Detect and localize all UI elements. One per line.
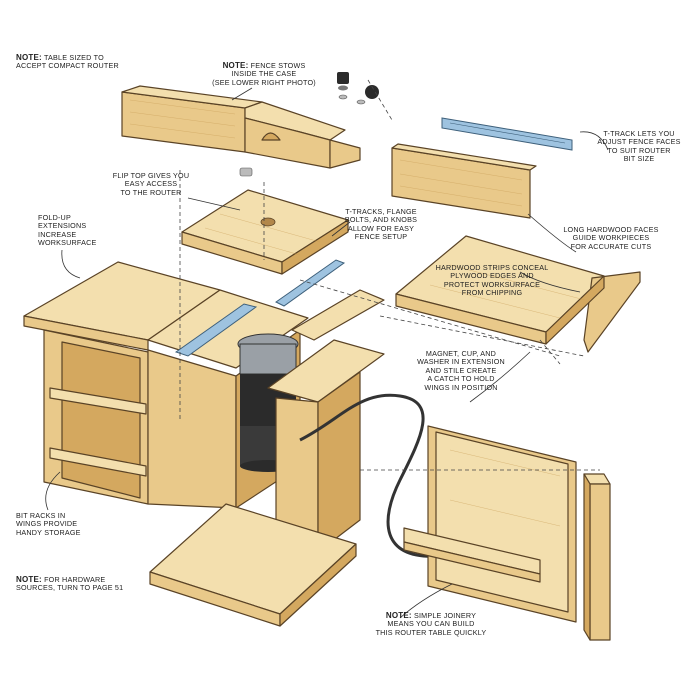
flip-top [181, 189, 349, 275]
callout-text: T-TRACKS, FLANGE BOLTS, AND KNOBS ALLOW … [344, 207, 418, 242]
callout-text: FOR HARDWARE SOURCES, TURN TO PAGE 51 [16, 575, 124, 593]
extension-panel-right [395, 235, 641, 353]
callout-text: BIT RACKS IN WINGS PROVIDE HANDY STORAGE [16, 511, 81, 537]
router-power-cord [299, 393, 441, 558]
callout-text: T-TRACK LETS YOU ADJUST FENCE FACES TO S… [597, 129, 681, 164]
fence-t-track [441, 117, 573, 151]
callout-note-label: NOTE: [16, 575, 42, 584]
callout-hardwood-strips: HARDWOOD STRIPS CONCEAL PLYWOOD EDGES AN… [420, 263, 564, 298]
callout-text: FOLD-UP EXTENSIONS INCREASE WORKSURFACE [38, 213, 97, 248]
callout-bit-racks: BIT RACKS IN WINGS PROVIDE HANDY STORAGE [16, 511, 81, 537]
callout-t-tracks-flange: T-TRACKS, FLANGE BOLTS, AND KNOBS ALLOW … [326, 207, 436, 242]
callout-fence-stows: NOTE: FENCE STOWS INSIDE THE CASE (SEE L… [194, 61, 334, 87]
fence-assembly [121, 85, 361, 169]
callout-fold-up: FOLD-UP EXTENSIONS INCREASE WORKSURFACE [38, 213, 97, 248]
callout-text: TABLE SIZED TO ACCEPT COMPACT ROUTER [16, 53, 119, 71]
callout-simple-joinery: NOTE: SIMPLE JOINERY MEANS YOU CAN BUILD… [356, 611, 506, 637]
callout-t-track-fence: T-TRACK LETS YOU ADJUST FENCE FACES TO S… [584, 129, 694, 164]
callout-text: MAGNET, CUP, AND WASHER IN EXTENSION AND… [417, 349, 505, 392]
callout-magnet: MAGNET, CUP, AND WASHER IN EXTENSION AND… [396, 349, 526, 392]
callout-hardware: NOTE: FOR HARDWARE SOURCES, TURN TO PAGE… [16, 575, 124, 593]
wing-stile [583, 473, 611, 641]
right-wing [403, 425, 577, 623]
callout-table-sized: NOTE: TABLE SIZED TO ACCEPT COMPACT ROUT… [16, 53, 119, 71]
callout-text: FENCE STOWS INSIDE THE CASE (SEE LOWER R… [212, 61, 316, 87]
leader-lines [45, 87, 609, 619]
fence-face-board [391, 143, 537, 219]
callout-text: SIMPLE JOINERY MEANS YOU CAN BUILD THIS … [375, 611, 487, 637]
callout-text: LONG HARDWOOD FACES GUIDE WORKPIECES FOR… [563, 225, 659, 251]
assembly-lines [179, 79, 600, 471]
callout-note-label: NOTE: [222, 61, 249, 70]
callout-flip-top: FLIP TOP GIVES YOU EASY ACCESS TO THE RO… [96, 171, 206, 197]
callout-text: HARDWOOD STRIPS CONCEAL PLYWOOD EDGES AN… [435, 263, 549, 298]
base-panel [149, 503, 357, 627]
callout-long-faces: LONG HARDWOOD FACES GUIDE WORKPIECES FOR… [536, 225, 686, 251]
fence-knobs [239, 72, 379, 177]
callout-note-label: NOTE: [385, 611, 412, 620]
callout-note-label: NOTE: [16, 53, 42, 62]
callout-text: FLIP TOP GIVES YOU EASY ACCESS TO THE RO… [112, 171, 190, 197]
